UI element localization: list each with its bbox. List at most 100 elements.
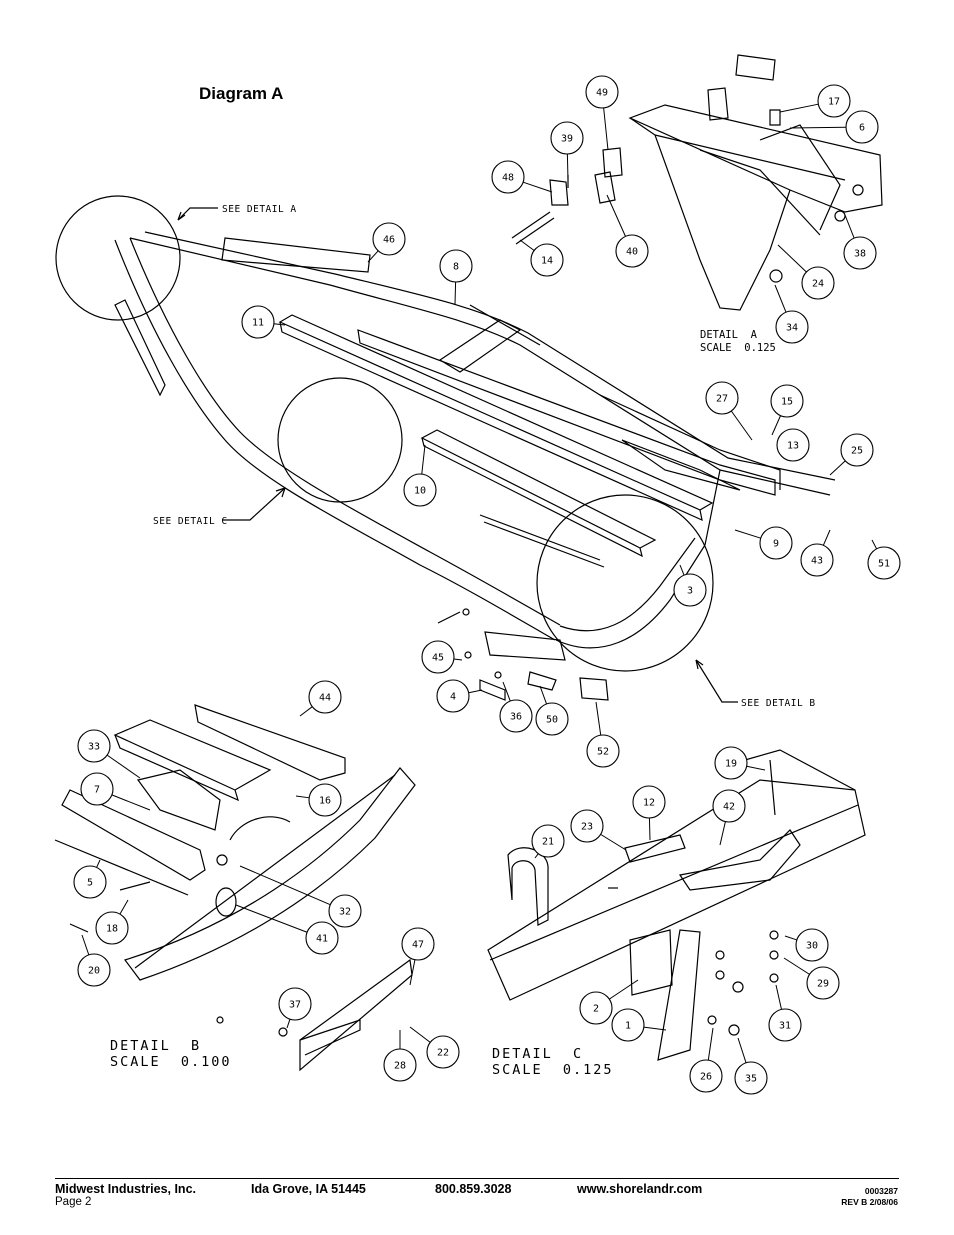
- callout-number: 48: [502, 173, 514, 184]
- detail-b-title: DETAIL B: [110, 1038, 202, 1054]
- callout-leader: [273, 323, 286, 326]
- callout-leader: [606, 194, 626, 237]
- callout-balloon: [712, 789, 746, 823]
- callout-52: 52: [586, 701, 620, 768]
- callout-balloon: [570, 809, 604, 843]
- callout-balloon: [817, 84, 851, 118]
- callout-balloon: [867, 546, 901, 580]
- callout-number: 5: [87, 878, 93, 889]
- callout-leader: [775, 984, 782, 1010]
- callout-38: 38: [843, 214, 877, 270]
- diagram-title: Diagram A: [199, 84, 284, 103]
- callout-balloon: [770, 384, 804, 418]
- callout-number: 9: [773, 539, 779, 550]
- callout-2: 2: [579, 979, 639, 1025]
- callout-balloon: [705, 381, 739, 415]
- detail-a-label: DETAIL A SCALE 0.125: [700, 329, 776, 355]
- callout-balloon: [241, 305, 275, 339]
- callout-number: 27: [716, 394, 728, 405]
- callout-7: 7: [80, 772, 151, 811]
- callout-balloon: [421, 640, 455, 674]
- callout-balloon: [673, 573, 707, 607]
- callout-12: 12: [632, 785, 666, 841]
- callout-balloon: [800, 543, 834, 577]
- callout-leader: [534, 853, 539, 859]
- callout-leader: [779, 103, 819, 113]
- callout-leader: [119, 899, 129, 915]
- callout-leader: [299, 706, 313, 717]
- callout-leader: [784, 935, 797, 941]
- callout-balloon: [776, 428, 810, 462]
- callout-leader: [783, 957, 810, 975]
- callout-number: 12: [643, 798, 655, 809]
- callout-47: 47: [401, 927, 435, 986]
- callout-number: 34: [786, 323, 798, 334]
- callout-balloon: [843, 236, 877, 270]
- callout-balloon: [734, 1061, 768, 1095]
- callout-number: 21: [542, 837, 554, 848]
- callout-number: 36: [510, 712, 522, 723]
- callout-leader: [519, 239, 535, 251]
- callout-number: 28: [394, 1061, 406, 1072]
- callout-51: 51: [867, 539, 901, 580]
- callout-number: 50: [546, 715, 558, 726]
- callout-leader: [595, 701, 602, 736]
- callout-number: 47: [412, 940, 424, 951]
- callout-balloon: [714, 746, 748, 780]
- callout-34: 34: [774, 284, 809, 344]
- callout-number: 7: [94, 785, 100, 796]
- callout-balloon: [775, 310, 809, 344]
- callout-number: 30: [806, 941, 818, 952]
- callout-number: 16: [319, 796, 331, 807]
- callout-number: 22: [437, 1048, 449, 1059]
- callout-balloon: [759, 526, 793, 560]
- callout-leader: [600, 833, 627, 851]
- callout-balloon: [801, 266, 835, 300]
- callout-balloon: [615, 234, 649, 268]
- callout-leader: [367, 250, 379, 263]
- callout-15: 15: [770, 384, 804, 436]
- callout-number: 8: [453, 262, 459, 273]
- see-detail-a-note: SEE DETAIL A: [222, 204, 297, 215]
- callout-number: 6: [859, 123, 865, 134]
- detail-b-drawing: [54, 704, 416, 1072]
- callout-26: 26: [689, 1027, 723, 1093]
- callout-number: 3: [687, 586, 693, 597]
- detail-b-label: DETAIL B SCALE 0.100: [110, 1038, 232, 1070]
- callout-leader: [707, 1027, 714, 1061]
- callout-39: 39: [550, 121, 584, 181]
- callout-leader: [603, 107, 609, 151]
- callout-balloon: [585, 75, 619, 109]
- callout-balloon: [426, 1035, 460, 1069]
- callout-41: 41: [235, 904, 339, 955]
- callout-number: 37: [289, 1000, 301, 1011]
- callout-leader: [822, 529, 831, 546]
- callout-11: 11: [241, 305, 286, 339]
- main-frame: [114, 231, 836, 701]
- callout-number: 52: [597, 747, 609, 758]
- callout-21: 21: [531, 824, 565, 859]
- callout-leader: [609, 979, 639, 1000]
- callout-leader: [106, 754, 141, 779]
- callout-balloon: [95, 911, 129, 945]
- callout-balloon: [403, 473, 437, 507]
- callout-35: 35: [734, 1037, 768, 1095]
- callout-balloon: [768, 1008, 802, 1042]
- callout-number: 49: [596, 88, 608, 99]
- callout-leader: [539, 685, 548, 705]
- callout-28: 28: [383, 1030, 417, 1082]
- callout-number: 32: [339, 907, 351, 918]
- footer-website[interactable]: www.shorelandr.com: [577, 1182, 703, 1196]
- callout-leader: [777, 244, 807, 273]
- callout-number: 2: [593, 1004, 599, 1015]
- detail-b-scale: SCALE 0.100: [110, 1054, 232, 1070]
- footer-page-number: Page 2: [55, 1196, 92, 1208]
- callout-33: 33: [77, 729, 141, 779]
- callout-number: 11: [252, 318, 264, 329]
- callout-leader: [286, 1019, 291, 1029]
- callout-balloon: [550, 121, 584, 155]
- callout-balloon: [845, 110, 879, 144]
- callout-balloon: [308, 680, 342, 714]
